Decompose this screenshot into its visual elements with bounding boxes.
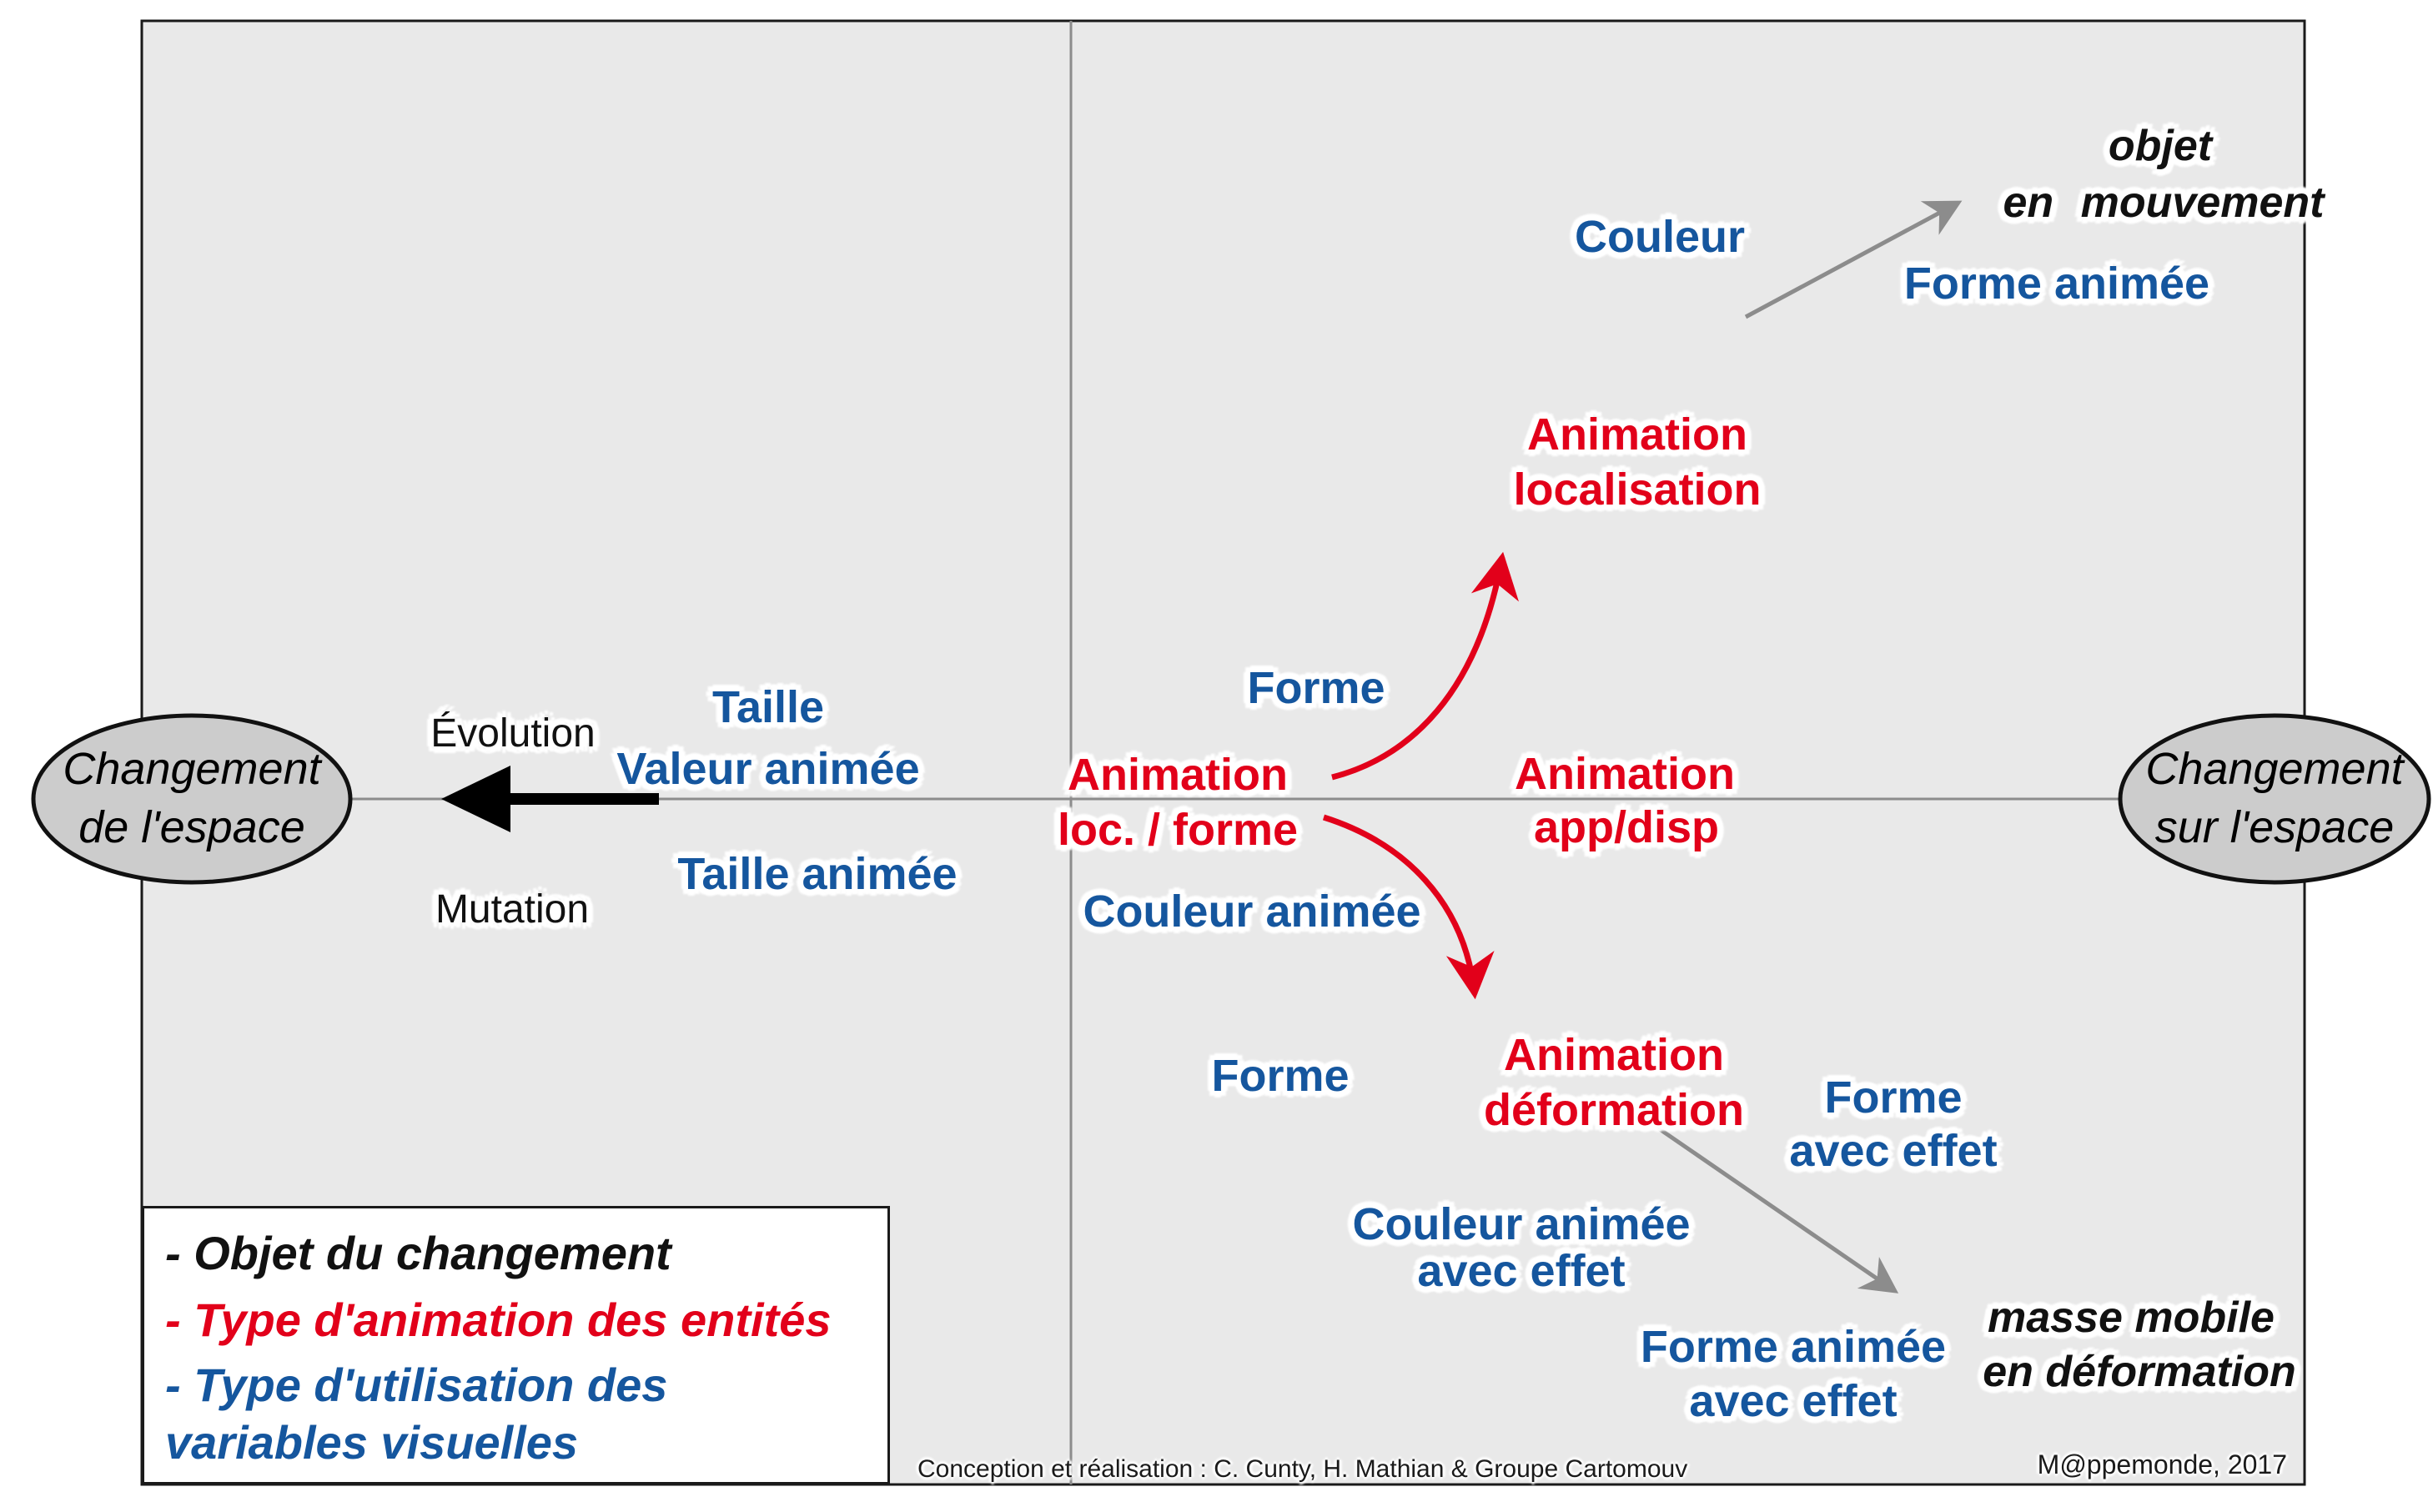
- forme-avec-effet-label-line1: Forme: [1824, 1072, 1963, 1123]
- right-node-label-line1: Changement: [2145, 744, 2404, 794]
- changement-sur-espace-node: [2118, 713, 2431, 885]
- animation-loc-forme-label-line2: loc. / forme: [1057, 805, 1299, 855]
- objet-en-mouvement-label-line1: objet: [2108, 122, 2213, 170]
- forme-animee-avec-effet-label-line2: avec effet: [1689, 1376, 1898, 1426]
- objet-en-mouvement-label-line2: en mouvement: [2003, 178, 2325, 227]
- conception-credit: Conception et réalisation : C. Cunty, H.…: [917, 1455, 1688, 1483]
- masse-mobile-label-line2: en déformation: [1983, 1348, 2296, 1396]
- arrow-to-objet-en-mouvement: [1744, 200, 1963, 319]
- animation-deformation-label-line1: Animation: [1504, 1030, 1724, 1080]
- mutation-label: Mutation: [435, 887, 590, 932]
- animation-deformation-label-line2: déformation: [1483, 1085, 1745, 1135]
- animation-localisation-label-line1: Animation: [1527, 409, 1747, 460]
- animation-localisation-label-line2: localisation: [1513, 465, 1762, 515]
- animation-app-disp-label-line2: app/disp: [1533, 802, 1720, 852]
- forme-bas-label: Forme: [1211, 1051, 1350, 1101]
- left-node-label-line1: Changement: [63, 744, 321, 794]
- arrow-to-animation-localisation: [1331, 551, 1519, 781]
- legend-item-type-animation: - Type d'animation des entités: [165, 1293, 832, 1346]
- couleur-label: Couleur: [1574, 212, 1746, 262]
- left-node-label-line2: de l'espace: [78, 802, 305, 852]
- forme-animee-label: Forme animée: [1903, 259, 2210, 309]
- right-node-label-line2: sur l'espace: [2154, 802, 2395, 852]
- legend-box: - Objet du changement - Type d'animation…: [142, 1206, 890, 1484]
- couleur-animee-avec-effet-label-line2: avec effet: [1417, 1246, 1626, 1296]
- changement-de-espace-node: [31, 713, 353, 885]
- couleur-animee-label: Couleur animée: [1083, 887, 1421, 937]
- arrow-to-masse-mobile: [1629, 1107, 1899, 1293]
- legend-item-objet-du-changement: - Objet du changement: [165, 1227, 671, 1279]
- legend-item-type-utilisation-line2: variables visuelles: [165, 1416, 579, 1469]
- journal-credit: M@ppemonde, 2017: [2037, 1449, 2287, 1479]
- forme-haut-label: Forme: [1247, 663, 1385, 713]
- forme-avec-effet-label-line2: avec effet: [1789, 1126, 1998, 1176]
- taille-animee-label: Taille animée: [677, 849, 958, 899]
- animation-loc-forme-label-line1: Animation: [1068, 750, 1288, 800]
- couleur-animee-avec-effet-label-line1: Couleur animée: [1352, 1199, 1691, 1249]
- valeur-animee-label: Valeur animée: [616, 744, 920, 794]
- taille-label: Taille: [711, 682, 825, 732]
- masse-mobile-label-line1: masse mobile: [1988, 1293, 2275, 1342]
- evolution-mutation-arrow-head: [441, 766, 510, 832]
- arrow-to-animation-deformation: [1322, 814, 1495, 1000]
- legend-item-type-utilisation-line1: - Type d'utilisation des: [165, 1359, 668, 1411]
- forme-animee-avec-effet-label-line1: Forme animée: [1640, 1322, 1947, 1372]
- evolution-label: Évolution: [430, 711, 596, 756]
- animation-app-disp-label-line1: Animation: [1515, 749, 1735, 799]
